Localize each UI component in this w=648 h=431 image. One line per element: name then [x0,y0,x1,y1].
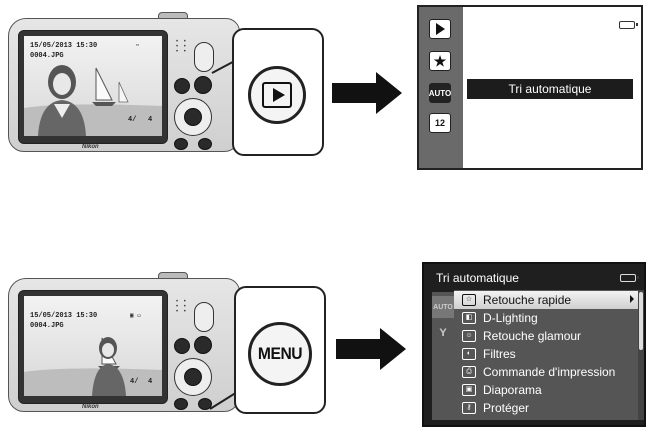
brand-logo: Nikon [82,144,99,150]
photo-woman-sailboat [24,337,162,396]
shooting-mode-button [174,78,190,94]
battery-icon [620,274,639,282]
camera-step1: 15/05/2013 15:30 0004.JPG ▭ 4/ 4 Nikon •… [8,12,240,152]
menu-item-d-lighting[interactable]: ◧ D-Lighting [454,309,638,327]
osd-datetime: 15/05/2013 15:30 [30,312,98,320]
tab-auto-sort[interactable]: AUTO [432,296,454,318]
menu-item-print-order[interactable]: ⎙ Commande d'impression [454,363,638,381]
menu-item-glamour-retouch[interactable]: ☺ Retouche glamour [454,327,638,345]
speaker-grille: • •• •• • [176,39,188,55]
menu-item-label: Retouche glamour [483,329,582,343]
protect-icon: ⚷ [462,402,476,414]
zoom-callout-step2: MENU [234,286,326,414]
menu-button-small [174,138,188,150]
zoom-control [194,42,214,72]
glamour-icon: ☺ [462,330,476,342]
lcd-playback-menu: Tri automatique AUTO Y ☆ Retouche rapide… [422,262,646,427]
tab-setup[interactable]: Y [439,327,447,339]
quick-retouch-icon: ☆ [462,294,476,306]
menu-item-label: Diaporama [483,383,542,397]
delete-button-small [198,138,212,150]
camera-lcd-frame: 15/05/2013 15:30 0004.JPG ▭ 4/ 4 [18,30,168,144]
ok-button [184,368,202,386]
brand-logo: Nikon [82,404,99,410]
auto-sort-mode-icon[interactable]: AUTO [429,83,451,103]
menu-button-label: MENU [257,344,303,363]
play-mode-icon[interactable] [429,19,451,39]
camera-lcd-frame: 15/05/2013 15:30 0004.JPG ▣ ▭ 4/ 4 [18,290,168,404]
osd-frame-total: 4 [148,378,153,386]
osd-frame-number: 4/ [130,378,139,386]
menu-item-filter-effects[interactable]: ◐ Filtres [454,345,638,363]
scrollbar-thumb[interactable] [639,292,643,350]
menu-button[interactable]: MENU [248,322,312,386]
menu-tabs: AUTO Y [432,292,454,420]
delete-button-small [198,398,212,410]
menu-item-quick-retouch[interactable]: ☆ Retouche rapide [454,291,638,309]
list-by-date-mode-icon[interactable]: 12 [429,113,451,133]
osd-filename: 0004.JPG [30,52,64,60]
osd-frame-number: 4/ [128,116,137,124]
shooting-mode-button [174,338,190,354]
ok-button [184,108,202,126]
menu-list: ☆ Retouche rapide ◧ D-Lighting ☺ Retouch… [454,290,638,420]
osd-filename: 0004.JPG [30,322,64,330]
menu-item-label: D-Lighting [483,311,538,325]
playback-button-small [194,76,212,94]
speaker-grille: • •• •• • [176,299,188,315]
menu-item-slideshow[interactable]: ▣ Diaporama [454,381,638,399]
selected-mode-label[interactable]: Tri automatique [467,79,633,99]
slideshow-icon: ▣ [462,384,476,396]
zoom-callout-step1 [232,28,324,156]
favorites-mode-icon[interactable]: ★ [429,51,451,71]
menu-button-small [174,398,188,410]
menu-item-protect[interactable]: ⚷ Protéger [454,399,638,417]
zoom-control [194,302,214,332]
arrow-right-icon [332,72,402,114]
menu-item-label: Protéger [483,401,530,415]
photo-woman-sailboat [24,65,162,136]
camera-lcd-screen: 15/05/2013 15:30 0004.JPG ▣ ▭ 4/ 4 [24,296,162,396]
osd-frame-total: 4 [148,116,153,124]
menu-item-label: Retouche rapide [483,293,572,307]
menu-item-label: Commande d'impression [483,365,616,379]
menu-item-label: Filtres [483,347,516,361]
camera-lcd-screen: 15/05/2013 15:30 0004.JPG ▭ 4/ 4 [24,36,162,136]
filter-icon: ◐ [462,348,476,360]
battery-icon [619,21,638,29]
camera-step2: 15/05/2013 15:30 0004.JPG ▣ ▭ 4/ 4 Nikon… [8,272,240,412]
submenu-arrow-icon [630,295,634,303]
menu-title: Tri automatique [436,271,519,285]
arrow-right-icon [336,328,406,370]
playback-button-small [194,336,212,354]
d-lighting-icon: ◧ [462,312,476,324]
playback-button[interactable] [248,66,306,124]
print-order-icon: ⎙ [462,366,476,378]
menu-scrollbar[interactable] [638,290,644,420]
osd-datetime: 15/05/2013 15:30 [30,42,98,50]
lcd-play-mode-select: ★ AUTO 12 Tri automatique [417,5,643,170]
battery-icon: ▭ [136,42,140,48]
mode-indicator-icon: ▣ ▭ [130,312,141,319]
play-icon [262,82,292,108]
